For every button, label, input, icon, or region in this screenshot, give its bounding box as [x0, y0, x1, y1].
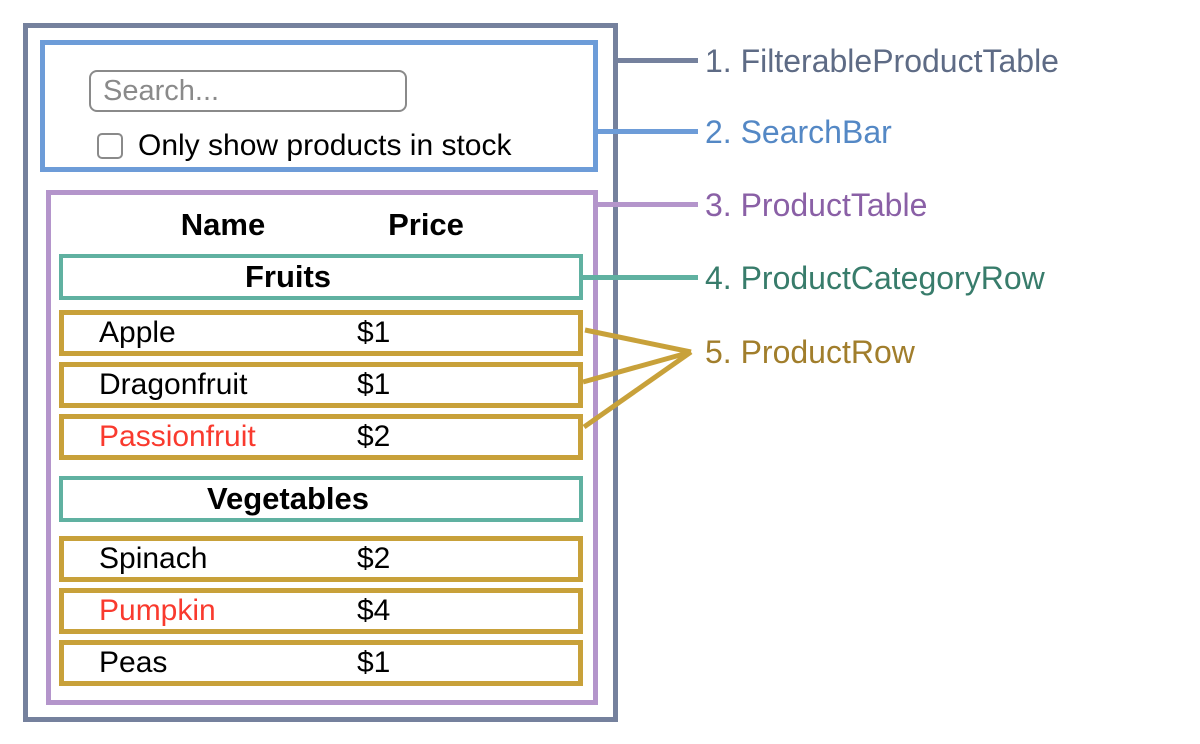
in-stock-filter-row: Only show products in stock — [97, 129, 512, 162]
category-label: Vegetables — [207, 481, 369, 516]
product-price-cell: $1 — [357, 316, 391, 349]
category-row-fruits: Fruits — [59, 254, 583, 300]
product-row-dragonfruit: Dragonfruit $1 — [59, 362, 583, 408]
product-row-passionfruit: Passionfruit $2 — [59, 414, 583, 460]
filterable-product-table-box: Only show products in stock Name Price F… — [23, 23, 618, 722]
product-price-cell: $2 — [357, 542, 391, 575]
product-price-cell: $1 — [357, 368, 391, 401]
in-stock-checkbox-label: Only show products in stock — [138, 129, 512, 162]
category-row-vegetables: Vegetables — [59, 476, 583, 522]
legend-product-row: 5. ProductRow — [705, 334, 915, 370]
legend-filterable-product-table: 1. FilterableProductTable — [705, 43, 1059, 79]
connector-filterable-product-table — [613, 58, 698, 63]
product-table-box: Name Price Fruits Apple $1 Dragonfruit $… — [46, 190, 598, 705]
product-row-spinach: Spinach $2 — [59, 536, 583, 582]
legend-search-bar: 2. SearchBar — [705, 114, 892, 150]
product-name-cell: Apple — [99, 316, 176, 349]
column-header-price: Price — [388, 207, 464, 242]
product-name-cell: Spinach — [99, 542, 208, 575]
connector-product-category-row — [580, 275, 698, 280]
product-row-apple: Apple $1 — [59, 310, 583, 356]
product-price-cell: $1 — [357, 646, 391, 679]
product-name-cell: Dragonfruit — [99, 368, 248, 401]
category-label: Fruits — [244, 259, 332, 294]
product-name-cell: Passionfruit — [99, 420, 256, 453]
product-row-peas: Peas $1 — [59, 640, 583, 686]
connector-product-table — [594, 202, 698, 207]
product-name-cell: Pumpkin — [99, 594, 216, 627]
legend-product-table: 3. ProductTable — [705, 187, 928, 223]
search-bar-box: Only show products in stock — [40, 40, 598, 172]
connector-search-bar — [596, 129, 698, 134]
legend-product-category-row: 4. ProductCategoryRow — [705, 260, 1045, 296]
product-row-pumpkin: Pumpkin $4 — [59, 588, 583, 634]
search-input[interactable] — [89, 70, 407, 112]
product-price-cell: $4 — [357, 594, 391, 627]
in-stock-checkbox[interactable] — [97, 133, 123, 159]
column-header-name: Name — [180, 207, 266, 242]
product-price-cell: $2 — [357, 420, 391, 453]
product-name-cell: Peas — [99, 646, 168, 679]
